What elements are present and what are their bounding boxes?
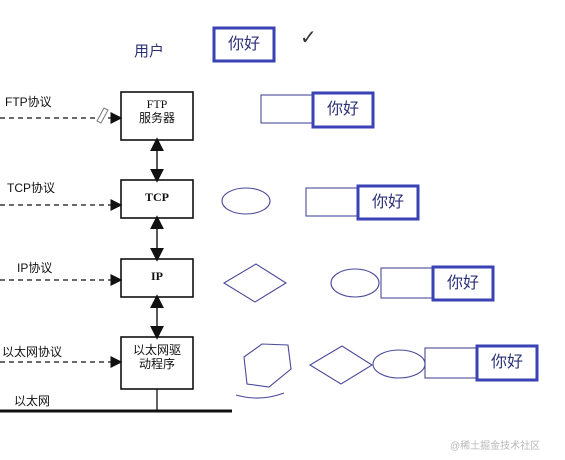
ip-box-text: IP <box>121 269 193 284</box>
greeting-box-tcp <box>356 184 420 221</box>
ethernet-protocol-label: 以太网协议 <box>2 345 63 359</box>
tcp-box-line-1: TCP <box>145 190 169 204</box>
ip-tcp-header-ellipse <box>330 268 380 298</box>
ftp-box-line-1: FTP <box>146 97 168 111</box>
ethernet-box-line-2: 动程序 <box>138 356 175 371</box>
ethernet-driver-box <box>120 336 194 390</box>
ip-box-line-1: IP <box>151 269 163 283</box>
ftp-protocol-label: FTP协议 <box>5 95 52 109</box>
check-mark-icon: ✓ <box>300 27 317 49</box>
ethernet-ip-diamond <box>308 345 374 385</box>
ethernet-box-text: 以太网驱 动程序 <box>121 343 193 372</box>
greeting-box-ip <box>431 265 495 302</box>
tcp-protocol-label: TCP协议 <box>7 181 56 195</box>
pen-icon <box>96 107 109 124</box>
greeting-box-ethernet <box>475 344 539 382</box>
tcp-header-ellipse <box>221 187 271 215</box>
greeting-ethernet: 你好 <box>491 354 524 371</box>
user-label: 用户 <box>134 43 165 60</box>
greeting-box-user <box>212 26 276 63</box>
ethernet-bus-label: 以太网 <box>14 394 51 408</box>
ftp-box-line-2: 服务器 <box>138 110 175 125</box>
ftp-box-text: FTP 服务器 <box>121 97 193 126</box>
hexagon-underline-stroke <box>235 392 285 399</box>
greeting-ftp: 你好 <box>327 101 360 118</box>
ethernet-header-hexagon <box>243 343 292 388</box>
ip-protocol-label: IP协议 <box>17 261 53 275</box>
ip-header-diamond <box>222 263 288 303</box>
greeting-box-ftp <box>311 91 375 129</box>
data-segment-ethernet <box>424 347 478 379</box>
ethernet-box-line-1: 以太网驱 <box>132 343 181 357</box>
greeting-user: 你好 <box>228 36 261 53</box>
tcp-box <box>120 179 194 219</box>
greeting-tcp: 你好 <box>372 194 405 211</box>
tcp-box-text: TCP <box>121 190 193 205</box>
footer-watermark: @稀土掘金技术社区 <box>450 441 541 452</box>
greeting-ip: 你好 <box>447 275 480 292</box>
